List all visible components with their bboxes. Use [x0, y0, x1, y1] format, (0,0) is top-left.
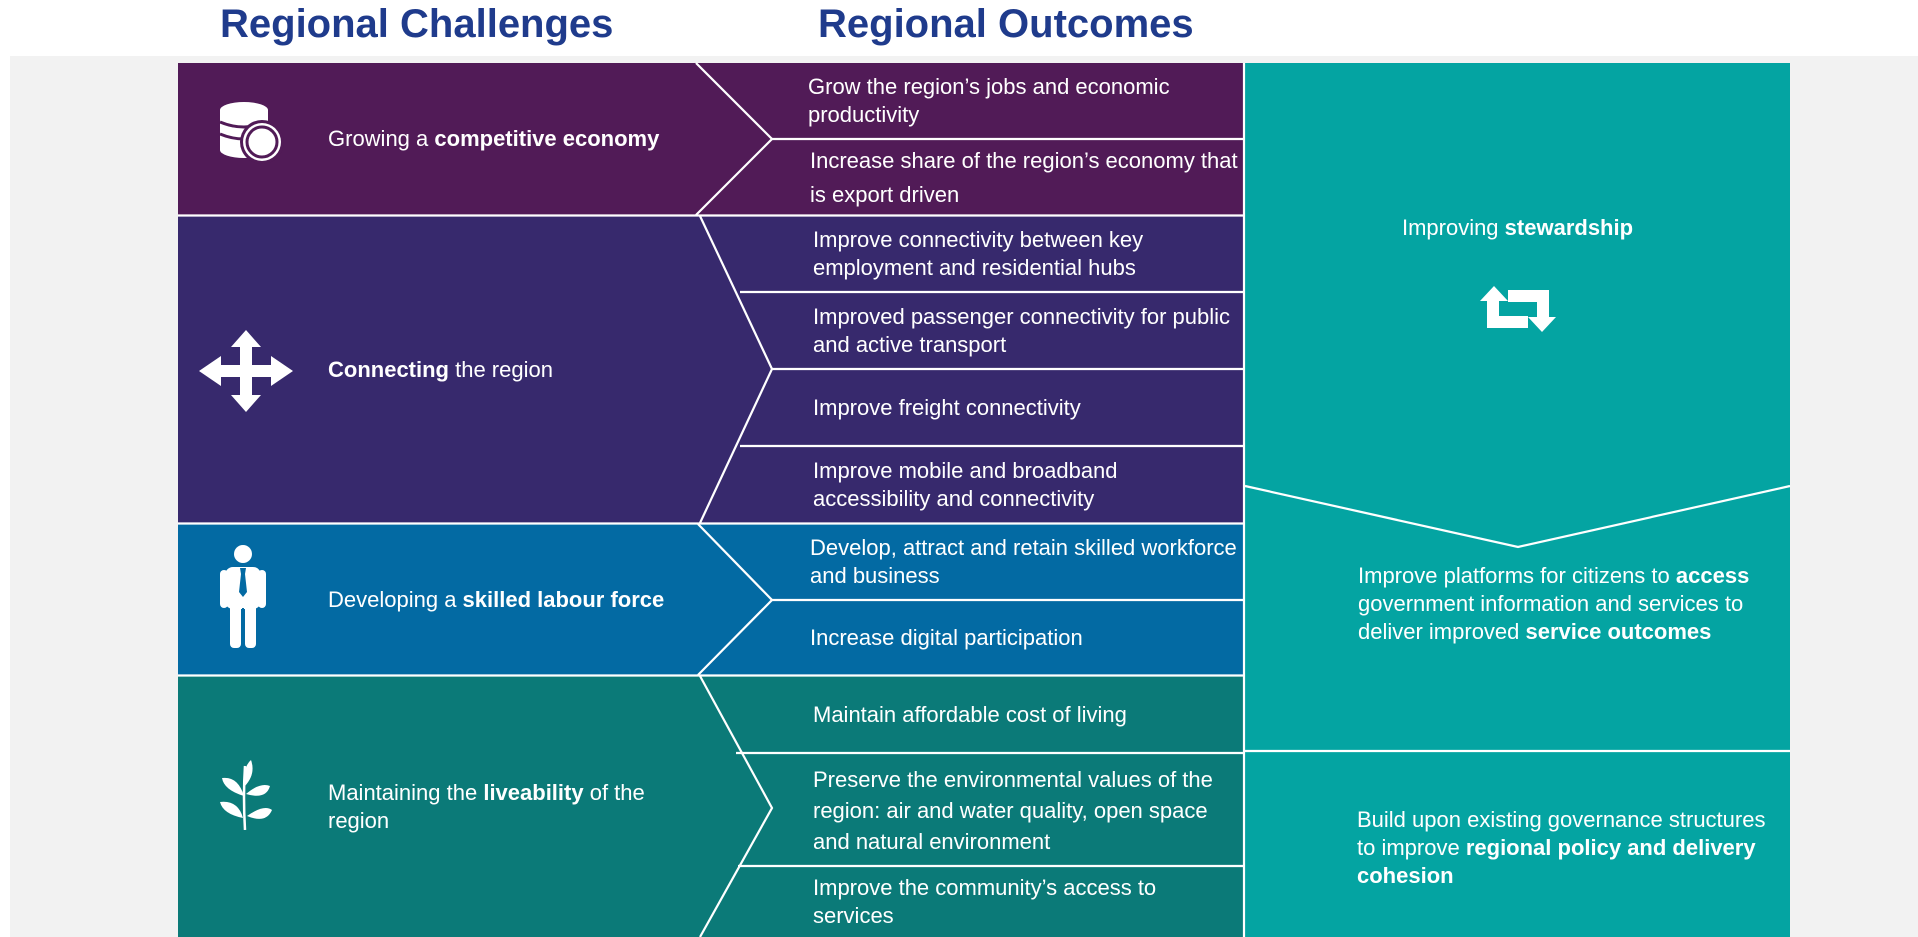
outcome-digital-participation: Increase digital participation	[810, 625, 1083, 650]
divider-lines	[178, 62, 1791, 937]
challenge-competitive-economy: Growing a competitive economy	[328, 126, 660, 151]
regional-challenges-heading: Regional Challenges	[220, 2, 614, 46]
outcome-freight-connectivity: Improve freight connectivity	[813, 395, 1081, 420]
liveability-block	[178, 676, 1244, 937]
outcome-skilled-workforce: Develop, attract and retain skilled work…	[810, 535, 1237, 588]
outcome-employment-connectivity: Improve connectivity between key employm…	[813, 227, 1144, 280]
challenge-skilled-labour-force: Developing a skilled labour force	[328, 586, 665, 612]
challenge-liveability: Maintaining the liveability of the regio…	[328, 779, 645, 833]
outcome-environmental-values: Preserve the environmental values of the…	[813, 766, 1213, 854]
outcome-export-share: Increase share of the region’s economy t…	[810, 147, 1238, 207]
challenge-connecting-region: Connecting the region	[328, 356, 553, 382]
stewardship-governance-item: Build upon existing governance structure…	[1357, 807, 1766, 888]
stewardship-panel	[1245, 63, 1790, 937]
worker-person-icon	[220, 544, 266, 653]
outcome-passenger-connectivity: Improved passenger connectivity for publ…	[813, 304, 1230, 357]
four-arrows-icon	[199, 330, 293, 417]
outcome-broadband-connectivity: Improve mobile and broadband accessibili…	[813, 458, 1118, 511]
stewardship-platforms-item: Improve platforms for citizens to access…	[1358, 563, 1750, 644]
outcome-grow-jobs: Grow the region’s jobs and economic prod…	[808, 74, 1170, 127]
regional-outcomes-heading: Regional Outcomes	[818, 2, 1194, 46]
cycle-arrows-icon	[1478, 284, 1558, 339]
outcome-community-access: Improve the community’s access to servic…	[813, 875, 1157, 928]
stewardship-title: Improving stewardship	[1401, 215, 1634, 240]
outcome-cost-of-living: Maintain affordable cost of living	[813, 701, 1127, 727]
coins-icon	[212, 98, 290, 175]
sprout-leaves-icon	[218, 756, 272, 835]
